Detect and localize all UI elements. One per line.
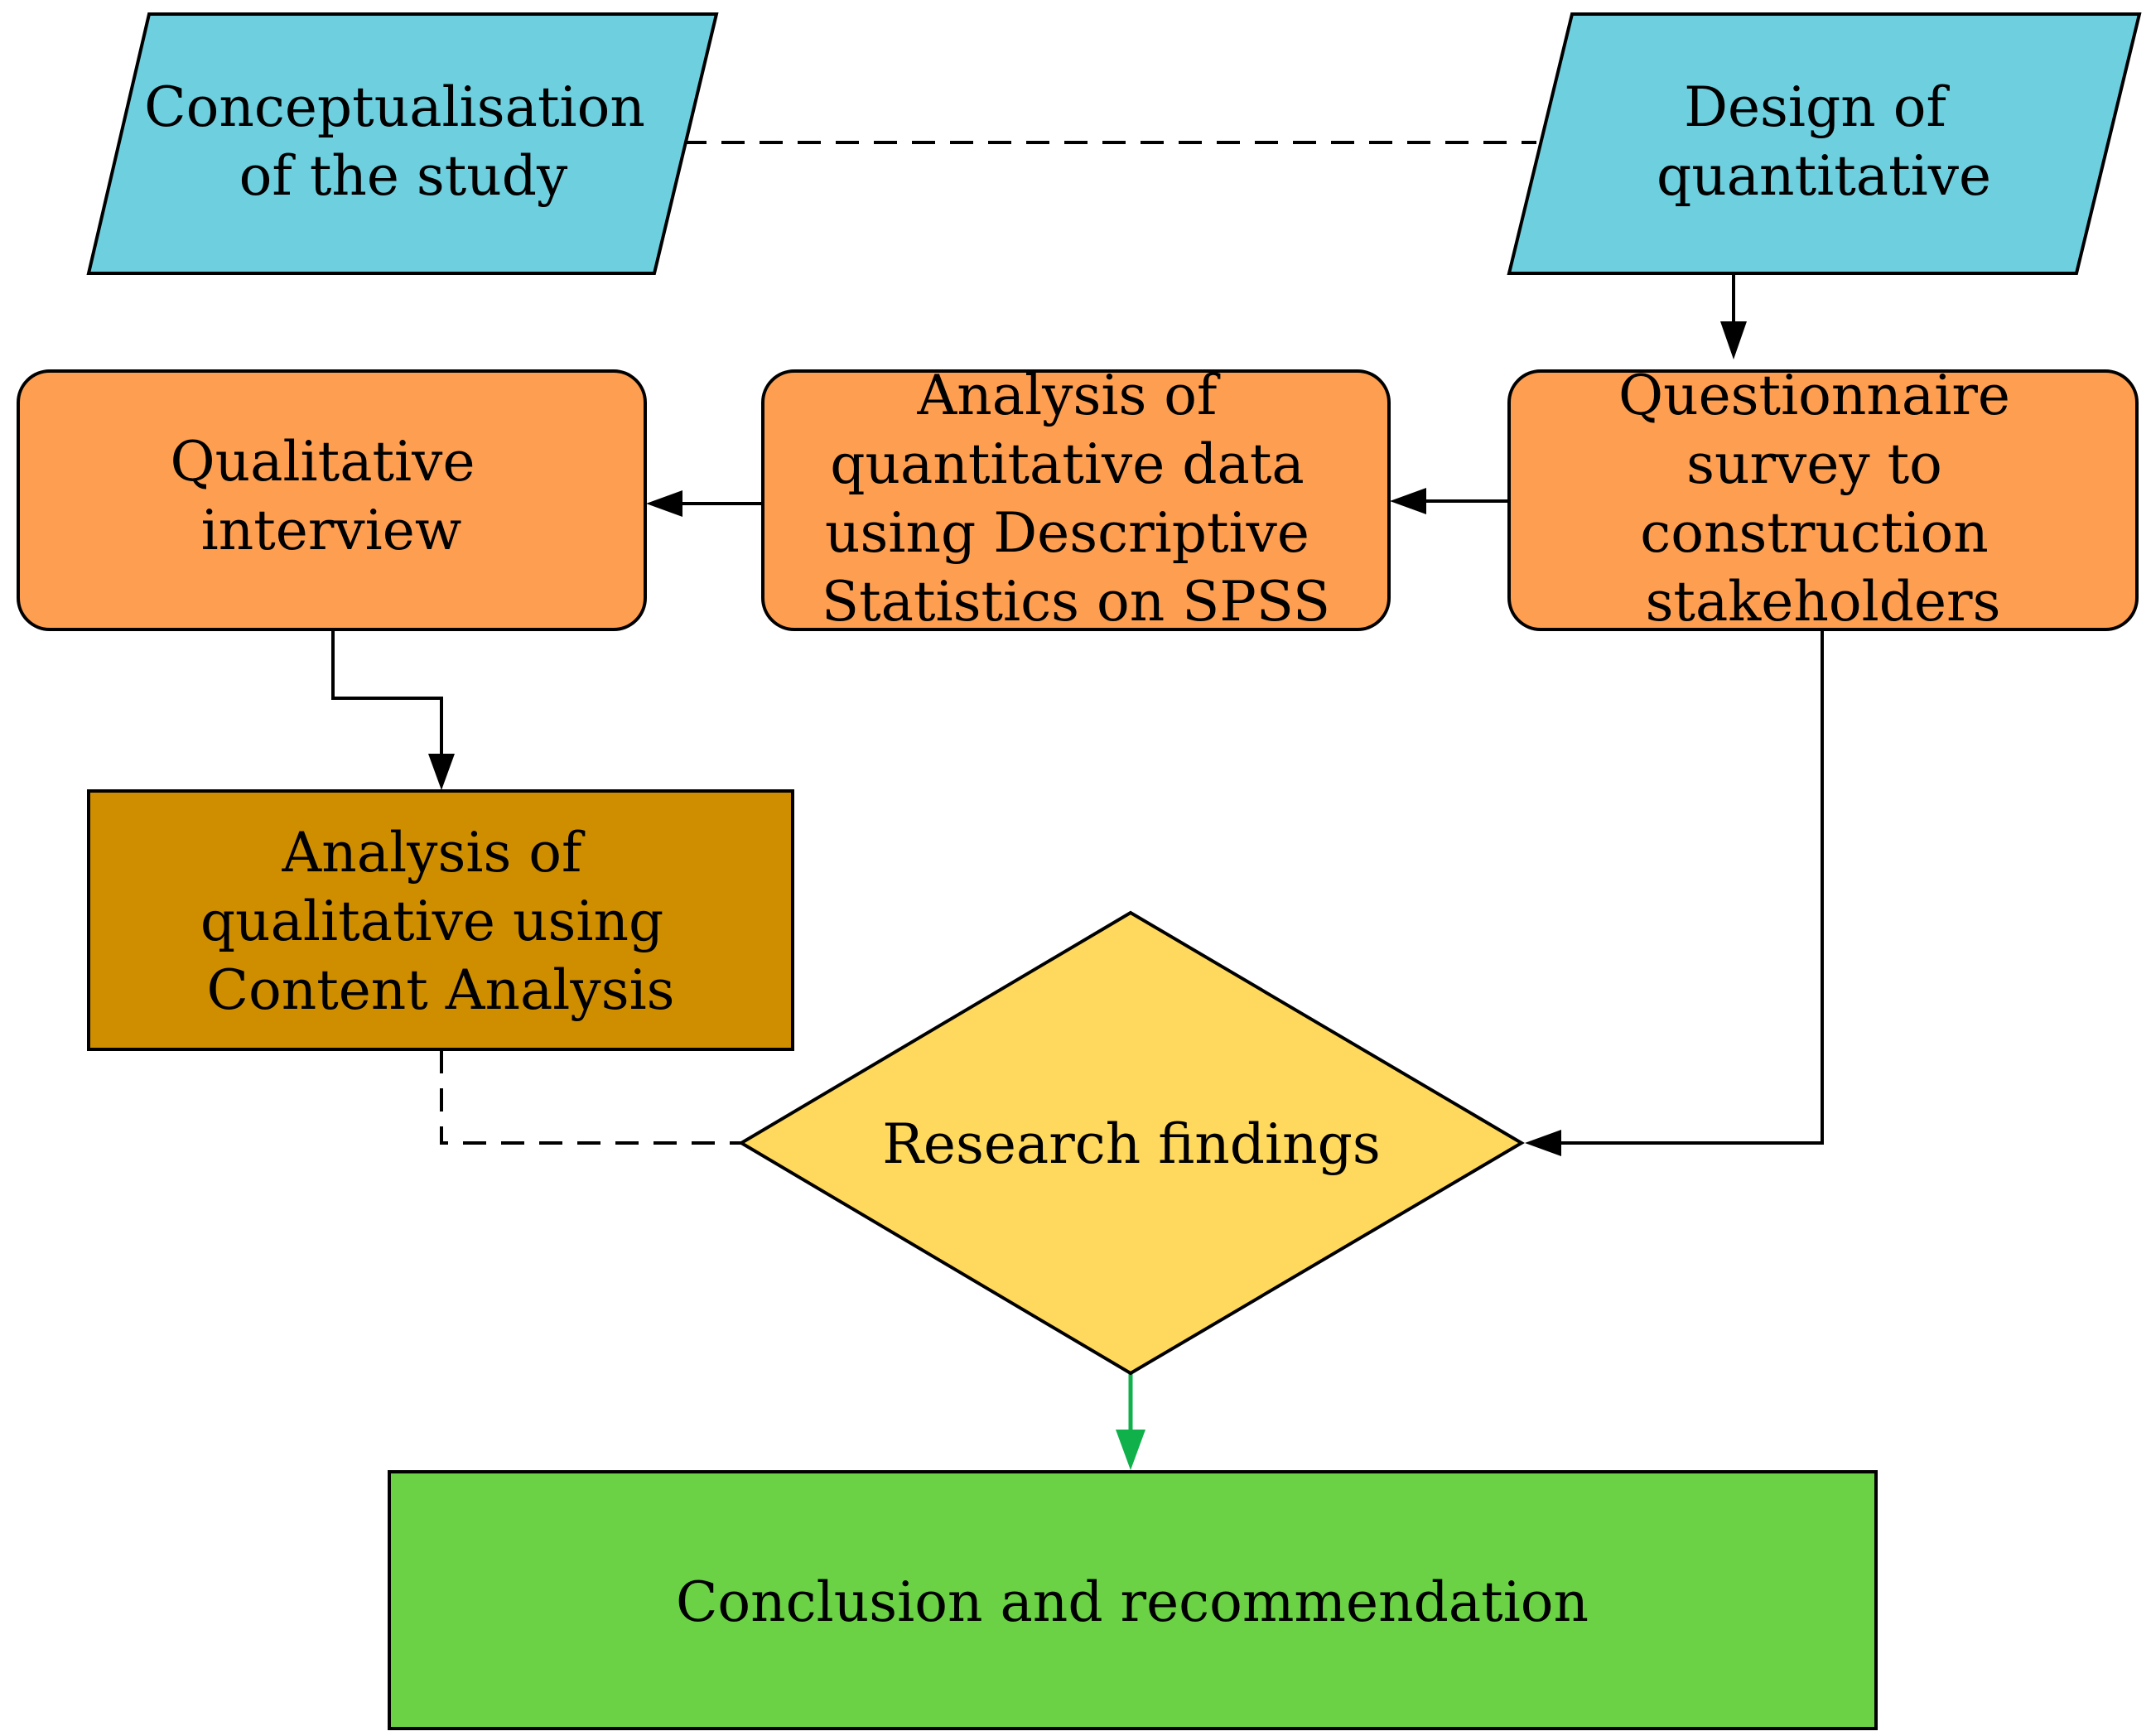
arrowhead-questionnaire-to-analysis-quantitative <box>1390 488 1426 514</box>
rect-shape <box>87 789 794 1051</box>
arrow-qualitative-interview-to-analysis-qualitative <box>331 631 443 755</box>
svg-text:Qualitative interview: Qualitative interview <box>170 430 492 562</box>
dashed-connector-analysis-qualitative-research-findings <box>440 1050 741 1145</box>
svg-text:Conceptualisation of the: Conceptualisation of the study <box>144 75 663 208</box>
node-questionnaire-line-3: construction <box>1640 501 1989 565</box>
node-questionnaire-line-2: survey to <box>1686 432 1942 496</box>
node-conclusion-line-1: Conclusion and recommendation <box>676 1570 1589 1634</box>
svg-text:Questionnaire survey to: Questionnaire survey to construction sta… <box>1618 364 2028 634</box>
arrowhead-analysis-quantitative-to-qualitative-interview <box>646 490 682 517</box>
rounded-rect-shape <box>761 369 1391 631</box>
rounded-rect-shape <box>17 369 647 631</box>
node-conceptualisation: Conceptualisation of the study <box>86 12 719 275</box>
node-analysis-quantitative-line-3: using Descriptive <box>825 501 1309 565</box>
node-conclusion: Conclusion and recommendation <box>388 1470 1878 1730</box>
parallelogram-shape <box>1507 12 2142 275</box>
node-questionnaire: Questionnaire survey to construction sta… <box>1507 364 2139 634</box>
node-design-line-1: Design of <box>1684 75 1950 139</box>
arrowhead-research-findings-to-conclusion <box>1116 1430 1145 1470</box>
node-questionnaire-line-4: stakeholders <box>1646 570 2001 634</box>
node-design-line-2: quantitative <box>1657 144 1991 208</box>
node-analysis-quantitative: Analysis of quantitative data using Desc… <box>761 364 1391 634</box>
diamond-shape <box>738 910 1525 1376</box>
node-analysis-qualitative: Analysis of qualitative using Content An… <box>87 789 794 1051</box>
svg-text:Analysis of qualitative: Analysis of qualitative using Content An… <box>200 821 681 1022</box>
arrowhead-qualitative-interview-to-analysis-qualitative <box>428 754 455 790</box>
node-analysis-qualitative-line-1: Analysis of <box>282 821 586 885</box>
rect-shape <box>388 1470 1878 1730</box>
svg-text:Analysis of quantitative: Analysis of quantitative data using Desc… <box>822 364 1330 634</box>
node-analysis-quantitative-line-4: Statistics on SPSS <box>822 570 1330 634</box>
node-design: Design of quantitative <box>1507 12 2142 275</box>
node-qualitative-interview-line-2: interview <box>201 499 462 562</box>
node-research-findings-line-1: Research findings <box>882 1112 1381 1176</box>
rounded-rect-shape <box>1507 369 2139 631</box>
svg-text:Design of quantitative: Design of quantitative <box>1657 75 1991 208</box>
node-qualitative-interview: Qualitative interview <box>17 369 647 631</box>
node-qualitative-interview-line-1: Qualitative <box>170 430 475 494</box>
node-analysis-qualitative-line-3: Content Analysis <box>206 958 674 1022</box>
node-analysis-quantitative-line-2: quantitative data <box>830 432 1305 496</box>
svg-text:Conclusion and recommendation: Conclusion and recommendation <box>676 1570 1589 1634</box>
node-analysis-quantitative-line-1: Analysis of <box>917 364 1221 427</box>
node-analysis-qualitative-line-2: qualitative using <box>200 890 663 953</box>
node-research-findings: Research findings <box>738 910 1525 1376</box>
arrowhead-questionnaire-to-research-findings <box>1525 1130 1561 1156</box>
arrowhead-design-to-questionnaire <box>1720 321 1747 359</box>
node-conceptualisation-line-1: Conceptualisation <box>144 75 645 139</box>
svg-text:Research findings: Research findings <box>882 1112 1381 1176</box>
arrow-questionnaire-to-research-findings <box>1557 631 1824 1145</box>
parallelogram-shape <box>86 12 719 275</box>
node-questionnaire-line-1: Questionnaire <box>1618 364 2010 427</box>
node-conceptualisation-line-2: of the study <box>239 144 568 208</box>
